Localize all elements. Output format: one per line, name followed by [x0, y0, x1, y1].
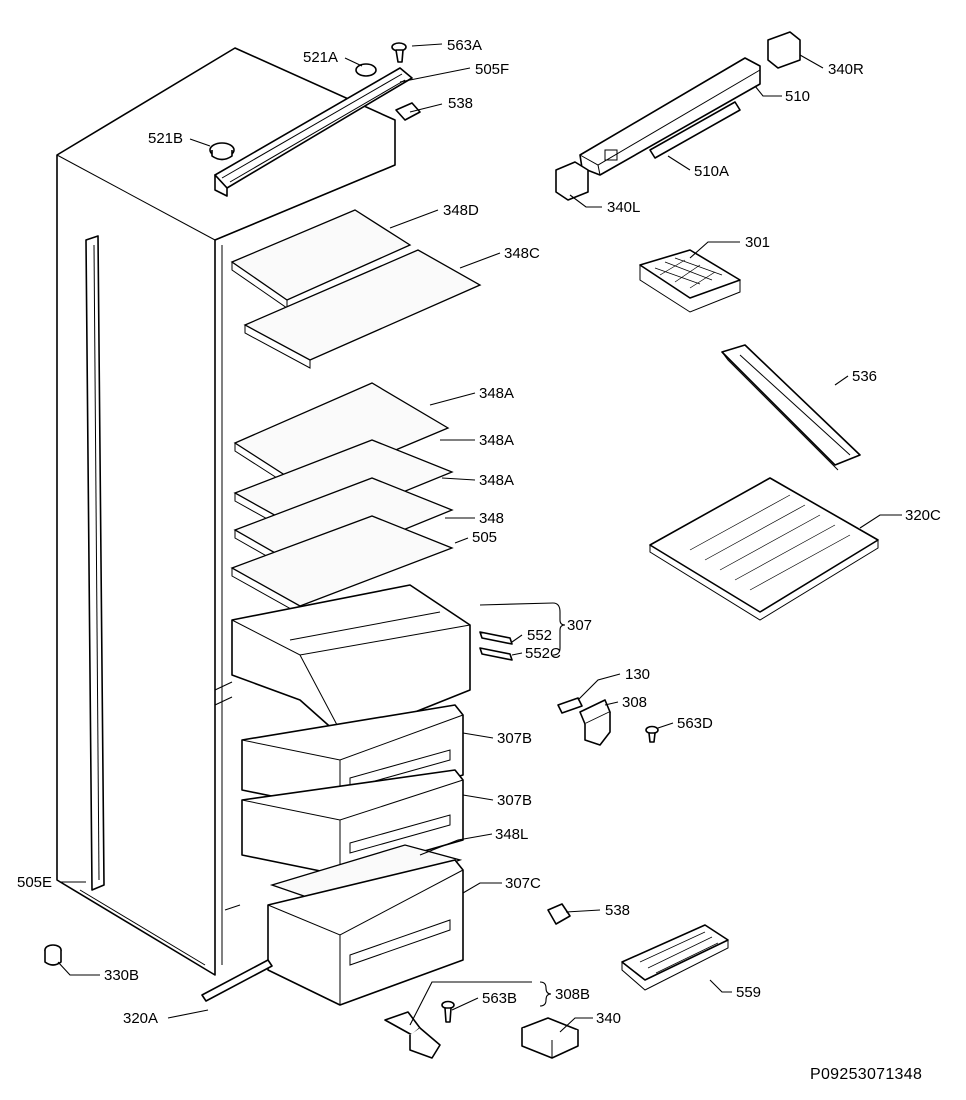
label-307: 307 [567, 617, 592, 634]
label-510: 510 [785, 88, 810, 105]
screw-563b [441, 1000, 455, 1023]
shelf-348c [243, 249, 482, 369]
cover-559 [621, 924, 729, 991]
ice-tray-301 [639, 249, 741, 313]
document-id: P09253071348 [810, 1066, 923, 1083]
label-348a-1: 348A [479, 385, 514, 402]
label-320c: 320C [905, 507, 941, 524]
label-307b-2: 307B [497, 792, 532, 809]
label-348: 348 [479, 510, 504, 527]
label-330b: 330B [104, 967, 139, 984]
label-307c: 307C [505, 875, 541, 892]
rack-320c [649, 477, 879, 621]
leader-lines [57, 43, 902, 1033]
knob-521b [209, 142, 235, 161]
frame-536 [721, 344, 861, 471]
label-505e: 505E [17, 874, 52, 891]
label-552c: 552C [525, 645, 561, 662]
label-536: 536 [852, 368, 877, 385]
label-505: 505 [472, 529, 497, 546]
label-301: 301 [745, 234, 770, 251]
label-308b: 308B [555, 986, 590, 1003]
label-563b: 563B [482, 990, 517, 1007]
screw-563d [645, 725, 659, 743]
label-521b: 521B [148, 130, 183, 147]
label-340: 340 [596, 1010, 621, 1027]
block-340 [521, 1017, 579, 1059]
clip-538-top [395, 102, 421, 121]
label-348d: 348D [443, 202, 479, 219]
fridge-cabinet [56, 47, 396, 976]
label-505f: 505F [475, 61, 509, 78]
label-559: 559 [736, 984, 761, 1001]
hinge-308 [579, 699, 611, 746]
label-510a: 510A [694, 163, 729, 180]
drawer-307c [267, 859, 464, 1006]
end-cap-340l [555, 161, 589, 201]
label-348a-2: 348A [479, 432, 514, 449]
label-538-bottom: 538 [605, 902, 630, 919]
panel-cover-510a [649, 101, 741, 159]
label-348l: 348L [495, 826, 528, 843]
label-552: 552 [527, 627, 552, 644]
label-348c: 348C [504, 245, 540, 262]
hinge-130 [557, 697, 583, 714]
screw-563a [391, 42, 407, 63]
label-538-top: 538 [448, 95, 473, 112]
shelf-348d [230, 209, 412, 309]
part-labels: 563A 521A 505F 538 521B 340R 510 510A 34… [17, 37, 941, 1027]
top-rail-505f [214, 67, 413, 197]
clip-538-bottom [547, 903, 571, 925]
label-521a: 521A [303, 49, 338, 66]
end-cap-340r [767, 31, 801, 69]
label-563a: 563A [447, 37, 482, 54]
label-307b-1: 307B [497, 730, 532, 747]
label-563d: 563D [677, 715, 713, 732]
label-130: 130 [625, 666, 650, 683]
knob-521a [355, 63, 377, 77]
door-gasket-505e [85, 235, 105, 891]
label-308: 308 [622, 694, 647, 711]
rail-320a [201, 959, 273, 1002]
label-340l: 340L [607, 199, 640, 216]
label-340r: 340R [828, 61, 864, 78]
hinge-308b [384, 1011, 441, 1059]
foot-330b [44, 944, 62, 966]
label-320a: 320A [123, 1010, 158, 1027]
rail-552 [479, 631, 513, 661]
label-348a-3: 348A [479, 472, 514, 489]
